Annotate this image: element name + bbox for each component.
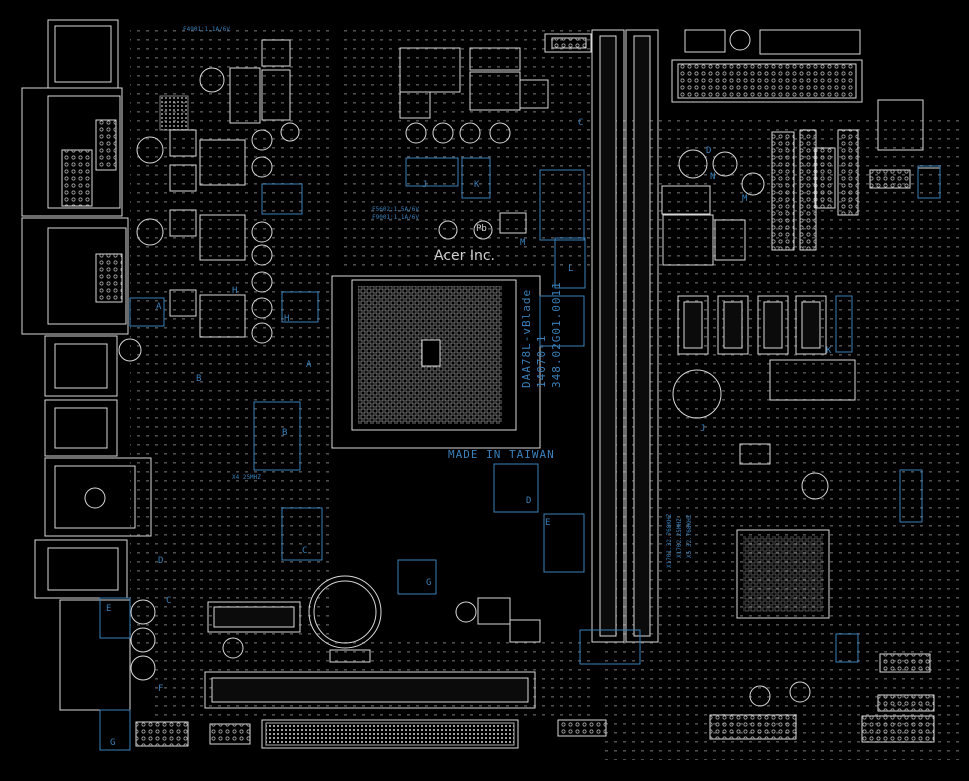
top-power: [399, 33, 592, 240]
zone-label-a: A: [156, 302, 162, 312]
zone-label-e2: E: [106, 604, 112, 614]
brand-label: Acer Inc.: [434, 248, 495, 264]
zone-label-d3: D: [706, 146, 712, 156]
crystal-label-1: X1701.32.768KHZ: [666, 513, 673, 568]
ps2-port: [47, 19, 119, 89]
made-in-label: MADE IN TAIWAN: [448, 448, 555, 461]
zone-label-g: G: [426, 578, 432, 588]
vga-port: [21, 87, 123, 217]
zone-label-b2: B: [282, 428, 288, 438]
chipset: [736, 529, 830, 619]
zone-label-a2: A: [306, 360, 312, 370]
zone-label-e: E: [545, 518, 551, 528]
zone-label-n: N: [710, 172, 716, 182]
dimm-slots: [591, 29, 659, 643]
pcie-x1-slot: [204, 671, 536, 709]
pb-free-label: Pb: [476, 224, 487, 234]
sata-port-4: [795, 295, 827, 355]
crystal-label-2: X1702.25MHZ: [676, 518, 683, 558]
zone-label-g2: G: [110, 738, 116, 748]
fuse-label-mid-2: F9001:1.1A/6V: [372, 214, 419, 221]
zone-label-k: K: [474, 180, 480, 190]
sata-port-3: [757, 295, 789, 355]
zone-label-l: L: [568, 264, 574, 274]
cmos-battery-small: [672, 369, 722, 419]
cmos-battery: [308, 575, 382, 663]
lan-port: [44, 457, 152, 537]
vrm-area: [118, 39, 300, 362]
dvi-port: [21, 217, 129, 335]
bottom-io: [59, 599, 131, 711]
zone-label-k2: K: [826, 346, 832, 356]
audio-jack: [34, 539, 128, 599]
crystal-label-3: X5 32.768KHZ: [686, 514, 693, 558]
zone-label-m: M: [520, 238, 526, 248]
sata-port-1: [677, 295, 709, 355]
board-model-line3: 348.02G01.0011: [550, 281, 563, 388]
bottom-headers: [130, 597, 935, 747]
zone-label-h2: H: [284, 314, 290, 324]
pcie-slots: [204, 601, 536, 749]
zone-label-m2: M: [742, 194, 748, 204]
zone-outlines: [99, 157, 941, 751]
fuse-label-mid-1: F5602:1.5A/6V: [372, 206, 419, 213]
zone-label-h: H: [232, 286, 238, 296]
zone-label-j2: J: [700, 424, 706, 434]
zone-label-d: D: [526, 496, 532, 506]
cpu-socket: [331, 275, 541, 449]
usb-stack-1: [44, 335, 118, 397]
zone-label-c: C: [302, 546, 308, 556]
zone-label-j: J: [422, 180, 428, 190]
zone-label-f: F: [158, 684, 164, 694]
pcie-x16-slot: [261, 719, 519, 749]
board-model-line2: 14070-1: [535, 334, 548, 388]
right-area: [661, 29, 941, 500]
usb-stack-2: [44, 399, 118, 457]
zone-label-b: B: [196, 374, 202, 384]
rear-io: [21, 19, 152, 711]
zone-label-c2: C: [166, 596, 172, 606]
atx-power-connector: [671, 59, 863, 103]
zone-label-c3: C: [578, 118, 584, 128]
fuse-label-top: F4901:1.1A/6V: [183, 26, 230, 33]
sata-port-2: [717, 295, 749, 355]
zone-label-d2: D: [158, 556, 164, 566]
crystal-label-main: X4 25MHZ: [232, 474, 261, 481]
board-model-line1: DAA78L-vBlade: [520, 288, 533, 388]
